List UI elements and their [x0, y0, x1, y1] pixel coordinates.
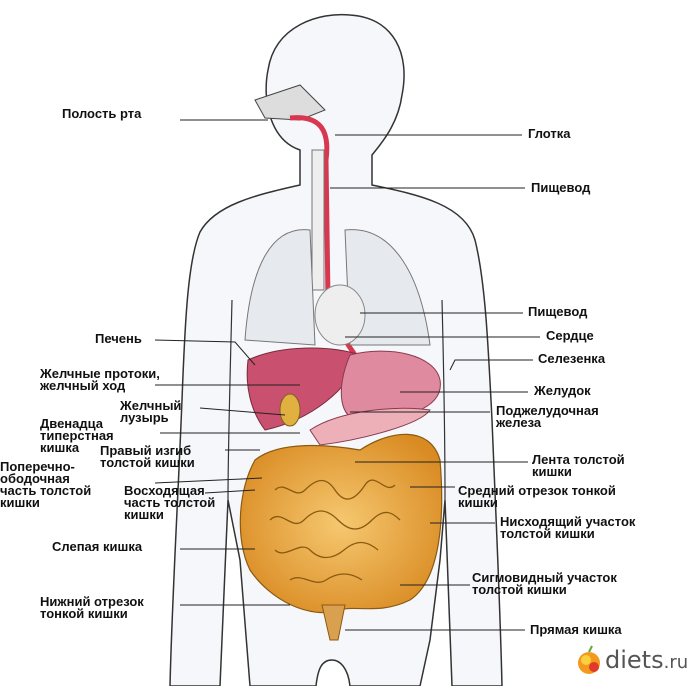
- arm-line-right: [441, 299, 446, 501]
- label-sigmoid-colon: Сигмовидный участок толстой кишки: [472, 570, 617, 597]
- label-mouth: Полость рта: [62, 106, 142, 121]
- label-bile-ducts: Желчные протоки, желчный ход: [40, 366, 160, 393]
- gallbladder-drawing: [279, 393, 301, 427]
- diets-logo: diets.ru: [576, 645, 688, 675]
- apple-icon: [578, 645, 600, 674]
- heart-drawing: [314, 284, 366, 346]
- label-esophagus-top: Пищевод: [531, 180, 591, 195]
- liver-drawing: [246, 347, 361, 431]
- lung-right: [244, 229, 316, 346]
- leader-lines: [154, 119, 540, 631]
- pancreas-drawing: [309, 407, 431, 446]
- label-stomach: Желудок: [534, 383, 591, 398]
- logo-name: diets: [605, 646, 664, 674]
- label-transverse-colon: Поперечно- ободочная часть толстой кишки: [0, 459, 92, 510]
- label-spleen: Селезенка: [538, 351, 606, 366]
- label-rectum: Прямая кишка: [530, 622, 622, 637]
- label-hepatic-flexure: Правый изгиб толстой кишки: [100, 443, 195, 470]
- trachea-drawing: [311, 149, 325, 291]
- label-ileum: Нижний отрезок тонкой кишки: [40, 594, 144, 621]
- label-duodenum: Двенадца типерстная кишка: [40, 416, 114, 455]
- rectum-drawing: [321, 604, 346, 641]
- label-gallbladder: Желчный лузырь: [120, 398, 182, 425]
- lung-left: [344, 229, 431, 346]
- label-pancreas: Поджелудочная железа: [496, 403, 599, 430]
- label-pharynx: Глотка: [528, 126, 571, 141]
- logo-tld: .ru: [663, 652, 689, 673]
- label-esophagus-mid: Пищевод: [528, 304, 588, 319]
- label-descending-colon: Нисходящий участок толстой кишки: [500, 514, 636, 541]
- small-intestine-loops: [269, 479, 401, 583]
- face-cavity: [254, 84, 326, 121]
- label-jejunum: Средний отрезок тонкой кишки: [458, 483, 616, 510]
- label-heart: Сердце: [546, 328, 594, 343]
- label-liver: Печень: [95, 331, 142, 346]
- label-taenia-coli: Лента толстой кишки: [532, 452, 625, 479]
- label-ascending-colon: Восходящая часть толстой кишки: [124, 483, 216, 522]
- arm-line-left: [227, 299, 233, 501]
- label-cecum: Слепая кишка: [52, 539, 143, 554]
